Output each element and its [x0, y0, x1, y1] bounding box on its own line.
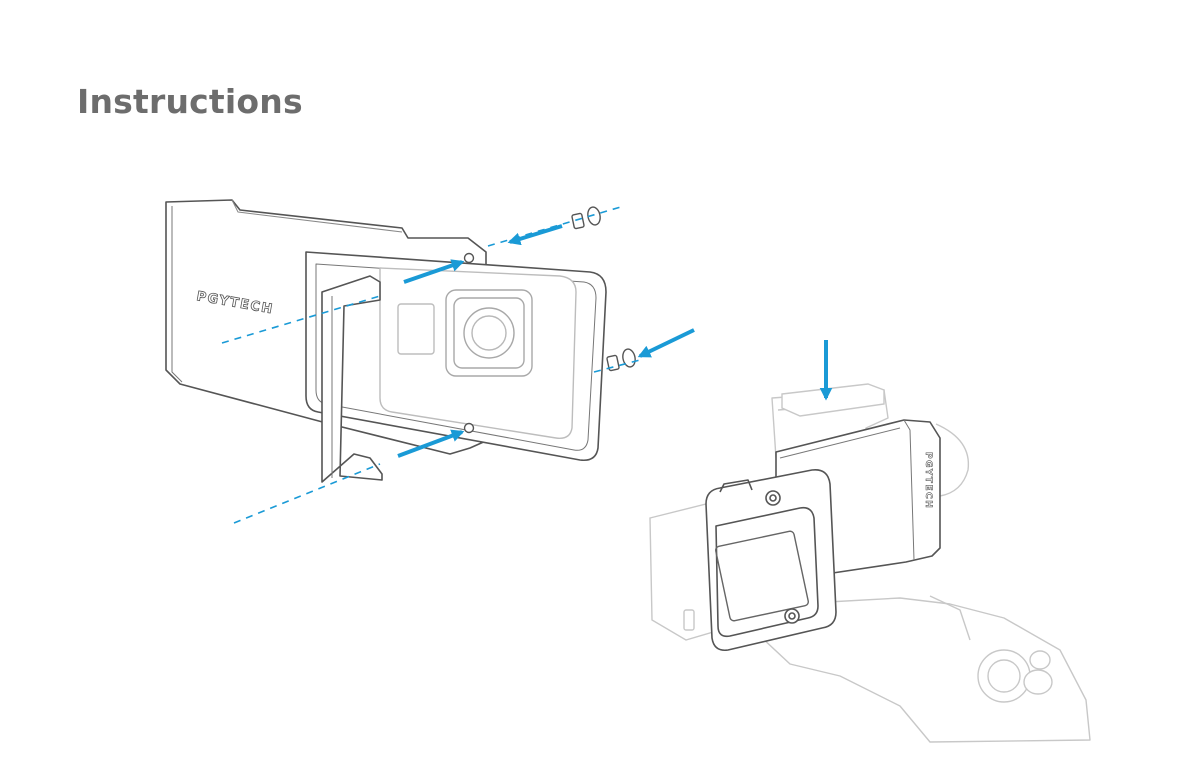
brand-mark-mounted: PGYTECH [923, 452, 933, 509]
camera-lens [445, 289, 533, 377]
arrow-icon [403, 259, 465, 284]
mounted-view: PGYTECH [649, 340, 1091, 743]
exploded-view: PGYTECH [165, 199, 695, 524]
insert-arrows [397, 224, 695, 458]
arrow-icon [397, 429, 465, 458]
screw-icon [571, 206, 601, 230]
action-camera-mounted [649, 501, 721, 641]
page-title: Instructions [77, 82, 303, 121]
latch-plate [321, 275, 383, 483]
screw-icon [606, 348, 636, 372]
camera-cage-mounted [705, 468, 837, 652]
top-screw-hole [463, 252, 475, 264]
gimbal-clamp [781, 383, 885, 417]
arrow-icon [637, 328, 695, 358]
bottom-screw-hole [463, 422, 475, 434]
arrow-icon [507, 224, 563, 246]
action-camera [379, 267, 577, 439]
